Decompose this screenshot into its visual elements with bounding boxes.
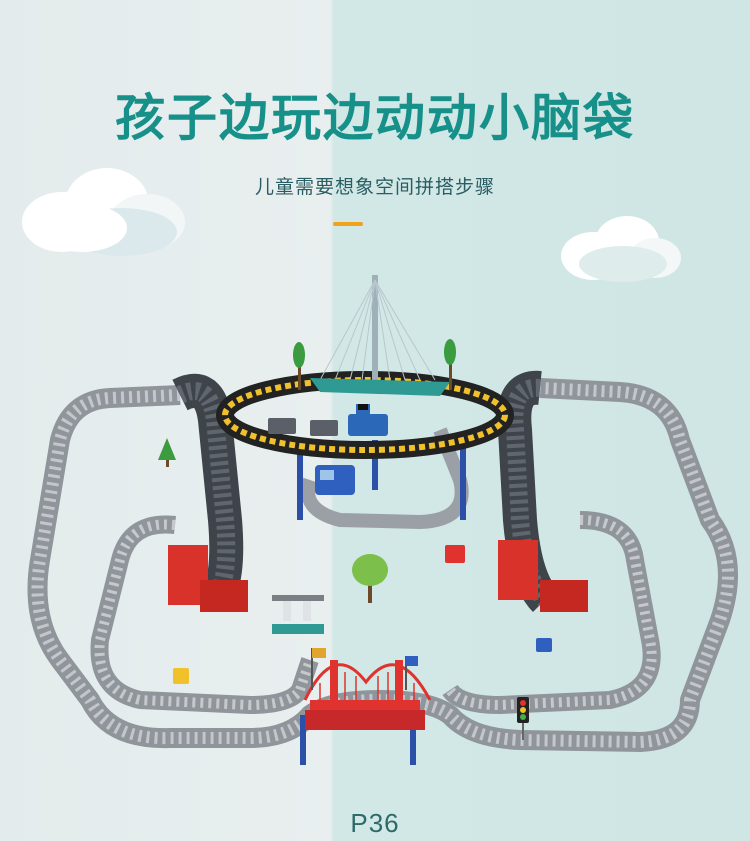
train-icon	[268, 404, 388, 436]
product-code: P36	[350, 808, 400, 838]
red-bridge	[303, 660, 432, 730]
right-red-pillar	[498, 540, 538, 600]
accent-divider	[333, 222, 363, 226]
tree-icon	[158, 339, 456, 603]
flag-icon	[312, 648, 326, 658]
page-subtitle: 儿童需要想象空间拼搭步骤	[254, 176, 495, 198]
page-title: 孩子边玩边动动小脑袋	[115, 89, 635, 147]
road-sign-icon	[173, 668, 189, 684]
station-icon	[272, 595, 324, 634]
cloud-left	[22, 168, 185, 256]
cloud-right	[561, 216, 681, 282]
